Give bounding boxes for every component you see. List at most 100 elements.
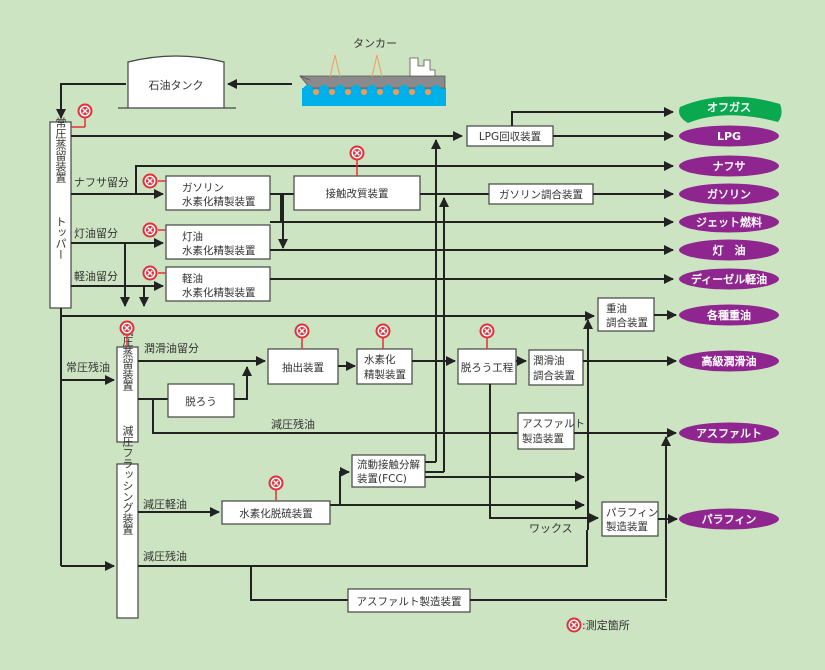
lpg-recovery-label: LPG回収装置 bbox=[479, 130, 541, 143]
gasoline-hydrotreater-label-2: 水素化精製装置 bbox=[182, 195, 256, 208]
measurement-point-icon bbox=[119, 320, 135, 336]
product-7[interactable]: 各種重油 bbox=[679, 304, 779, 326]
dewaxing-label: 脱ろう bbox=[185, 395, 217, 408]
lube-blending-label-1: 潤滑油 bbox=[533, 354, 565, 367]
product-ellipse bbox=[679, 422, 779, 444]
kerosene-hydrotreater-label-1: 灯油 bbox=[182, 230, 203, 243]
tank-to-distillation-arrow bbox=[56, 83, 126, 119]
oil-tank-label: 石油タンク bbox=[149, 78, 204, 92]
atmospheric-distillation-unit[interactable]: 常圧蒸留装置 トッパー bbox=[49, 117, 72, 309]
paraffin-manufacturing-label-2: 製造装置 bbox=[606, 520, 648, 533]
product-label: パラフィン bbox=[702, 513, 757, 526]
catalytic-reforming-label: 接触改質装置 bbox=[326, 187, 389, 200]
vacuum-residue-2-line bbox=[138, 530, 588, 567]
gasoil-hydrotreater-box[interactable]: 軽油 水素化精製装置 bbox=[165, 266, 271, 302]
kerosene-fraction-label: 灯油留分 bbox=[74, 226, 118, 240]
product-label: 高級潤滑油 bbox=[702, 354, 757, 368]
gasoline-blending-label: ガソリン調合装置 bbox=[499, 188, 583, 201]
asphalt-manufacturing-label-1: アスファルト bbox=[522, 418, 585, 430]
dewaxing-process-label: 脱ろう工程 bbox=[461, 361, 514, 374]
product-ellipse bbox=[679, 183, 779, 205]
hydrotreating-label-2: 精製装置 bbox=[364, 368, 406, 381]
atmospheric-distillation-label: 常圧蒸留装置 bbox=[54, 117, 67, 183]
measurement-point-icon bbox=[294, 323, 310, 339]
vacuum-residue-line bbox=[152, 399, 593, 434]
dewaxing-box[interactable]: 脱ろう bbox=[167, 383, 235, 418]
measurement-point-icon bbox=[142, 173, 158, 189]
product-label: オフガス bbox=[707, 100, 751, 114]
asphalt-manufacturing-bottom-label: アスファルト製造装置 bbox=[357, 595, 462, 608]
product-8[interactable]: 高級潤滑油 bbox=[679, 350, 779, 372]
dewaxing-process-box[interactable]: 脱ろう工程 bbox=[457, 348, 517, 385]
naphtha-fraction-label: ナフサ留分 bbox=[74, 176, 129, 189]
vacuum-distillation-unit[interactable]: 減圧蒸留装置 bbox=[116, 324, 139, 443]
vacuum-flashing-label: 減圧フラッシング装置 bbox=[121, 424, 134, 535]
hydrodesulfurization-box[interactable]: 水素化脱硫装置 bbox=[221, 500, 331, 525]
heavy-oil-blending-box[interactable]: 重油 調合装置 bbox=[597, 297, 655, 332]
product-ellipse bbox=[679, 268, 779, 290]
product-ellipse bbox=[679, 350, 779, 372]
vacuum-residue-label: 減圧残油 bbox=[271, 417, 315, 431]
hydrodesulfurization-label: 水素化脱硫装置 bbox=[239, 507, 313, 520]
offgas-line bbox=[511, 107, 674, 126]
measurement-point-icon bbox=[566, 617, 582, 633]
product-1[interactable]: LPG bbox=[679, 125, 779, 147]
measurement-point-icon bbox=[77, 103, 93, 119]
product-label: 各種重油 bbox=[706, 308, 751, 322]
vacuum-residue-2-label: 減圧残油 bbox=[143, 549, 187, 563]
product-label: ディーゼル軽油 bbox=[691, 272, 767, 286]
measurement-point-icon bbox=[268, 475, 284, 491]
gasoline-hydrotreater-box[interactable]: ガソリン 水素化精製装置 bbox=[165, 175, 271, 211]
asphalt-manufacturing-bottom-box[interactable]: アスファルト製造装置 bbox=[347, 588, 471, 613]
topper-label: トッパー bbox=[54, 216, 67, 260]
measurement-point-icon bbox=[479, 323, 495, 339]
offgas-shape bbox=[679, 96, 782, 123]
kerosene-hydrotreater-box[interactable]: 灯油 水素化精製装置 bbox=[165, 224, 271, 260]
asphalt-manufacturing-label-2: 製造装置 bbox=[522, 432, 564, 445]
paraffin-manufacturing-box[interactable]: パラフィン 製造装置 bbox=[601, 501, 659, 537]
gasoline-blending-box[interactable]: ガソリン調合装置 bbox=[488, 183, 594, 205]
gasoil-fraction-label: 軽油留分 bbox=[74, 269, 118, 283]
product-6[interactable]: ディーゼル軽油 bbox=[679, 268, 779, 290]
measurement-point-icon bbox=[142, 265, 158, 281]
hydrotreating-label-1: 水素化 bbox=[364, 353, 396, 366]
measurement-point-icon bbox=[349, 145, 365, 161]
asphalt-manufacturing-box[interactable]: アスファルト 製造装置 bbox=[517, 412, 585, 450]
hydrotreating-box[interactable]: 水素化 精製装置 bbox=[356, 348, 413, 385]
ship-hull bbox=[299, 75, 446, 89]
lube-blending-label-2: 調合装置 bbox=[533, 369, 575, 382]
product-0[interactable]: オフガス bbox=[679, 96, 782, 123]
gasoil-hydrotreater-label-2: 水素化精製装置 bbox=[182, 286, 256, 299]
product-label: ガソリン bbox=[707, 187, 751, 201]
product-2[interactable]: ナフサ bbox=[679, 155, 779, 177]
gasoline-hydrotreater-label-1: ガソリン bbox=[182, 182, 224, 194]
heavy-oil-blending-label-1: 重油 bbox=[606, 302, 627, 315]
measurement-point-icon bbox=[375, 323, 391, 339]
paraffin-manufacturing-label-1: パラフィン bbox=[606, 507, 658, 519]
product-ellipse bbox=[679, 211, 779, 233]
vacuum-gasoil-label: 減圧軽油 bbox=[143, 497, 187, 511]
product-label: ジェット燃料 bbox=[696, 215, 762, 229]
vacuum-flashing-unit[interactable]: 減圧フラッシング装置 bbox=[116, 424, 139, 619]
lpg-recovery-box[interactable]: LPG回収装置 bbox=[466, 125, 554, 147]
product-5[interactable]: 灯 油 bbox=[679, 239, 779, 261]
product-9[interactable]: アスファルト bbox=[679, 422, 779, 444]
catalytic-reforming-box[interactable]: 接触改質装置 bbox=[293, 175, 421, 211]
oil-tank: 石油タンク bbox=[118, 55, 236, 109]
product-10[interactable]: パラフィン bbox=[679, 508, 779, 530]
hds-to-fcc-line bbox=[330, 467, 350, 506]
legend: :測定箇所 bbox=[566, 617, 630, 633]
product-label: LPG bbox=[717, 130, 741, 143]
product-label: アスファルト bbox=[696, 427, 762, 440]
extraction-box[interactable]: 抽出装置 bbox=[267, 348, 339, 385]
lube-fraction-label: 潤滑油留分 bbox=[144, 341, 199, 355]
fcc-box[interactable]: 流動接触分解 装置(FCC) bbox=[351, 454, 426, 488]
lube-blending-box[interactable]: 潤滑油 調合装置 bbox=[528, 349, 584, 386]
atmospheric-residue-label: 常圧残油 bbox=[66, 360, 110, 374]
fcc-label-2: 装置(FCC) bbox=[357, 472, 407, 485]
product-3[interactable]: ガソリン bbox=[679, 183, 779, 205]
legend-label: :測定箇所 bbox=[582, 618, 630, 632]
product-4[interactable]: ジェット燃料 bbox=[679, 211, 779, 233]
